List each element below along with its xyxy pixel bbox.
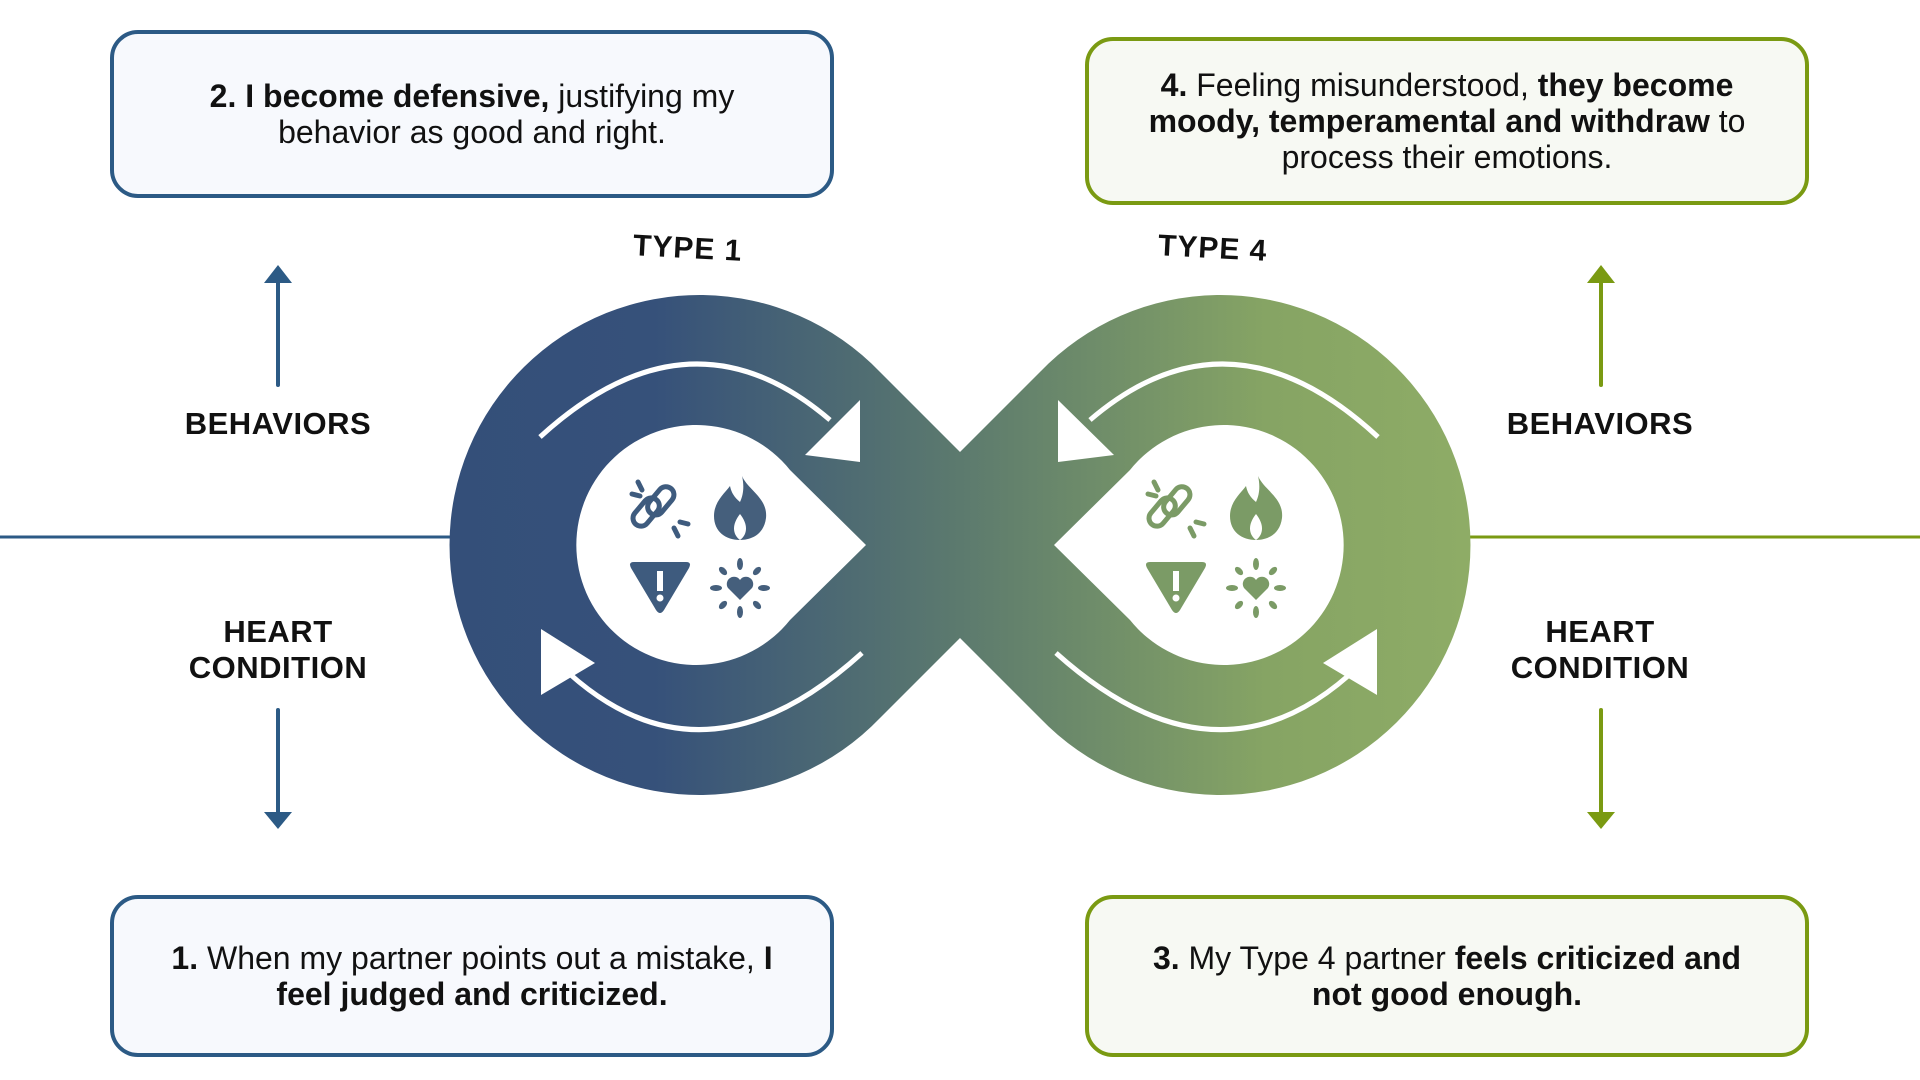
inner-left (576, 425, 866, 665)
arrow-down-left (264, 708, 292, 829)
step-4-regular-c: to process their emotions. (1281, 103, 1746, 175)
step-1-number: 1. (171, 940, 199, 976)
heart-label-line2: CONDITION (188, 650, 368, 685)
flame-icon (714, 476, 767, 540)
type-4-label: TYPE 4 (1157, 229, 1269, 268)
step-2-regular: justifying my behavior as good and right… (278, 78, 735, 150)
behaviors-label-left: BEHAVIORS (184, 406, 372, 441)
warning-icon (1146, 562, 1206, 613)
behaviors-label-right: BEHAVIORS (1506, 406, 1694, 441)
step-4-regular-a: Feeling misunderstood, (1187, 67, 1538, 103)
arrow-down-right (1587, 708, 1615, 829)
step-1-bold: I feel judged and criticized. (276, 940, 773, 1012)
step-4-text: 4. Feeling misunderstood, they become mo… (1129, 67, 1765, 175)
flame-icon (1230, 476, 1283, 540)
step-4-number: 4. (1160, 67, 1188, 103)
step-2-box: 2. I become defensive, justifying my beh… (110, 30, 834, 198)
step-3-bold: feels criticized and not good enough. (1311, 940, 1742, 1012)
step-3-box: 3. My Type 4 partner feels criticized an… (1085, 895, 1809, 1057)
step-3-regular: My Type 4 partner (1179, 940, 1455, 976)
step-1-regular: When my partner points out a mistake, (198, 940, 764, 976)
heart-label-line1: HEART (1545, 614, 1655, 649)
cycle-arrow-bottom-left (541, 629, 864, 732)
burst-heart-icon (1226, 558, 1286, 618)
arrow-up-left (264, 265, 292, 387)
heart-label-line1: HEART (223, 614, 333, 649)
heart-condition-label-right: HEART CONDITION (1450, 614, 1750, 686)
step-2-text: 2. I become defensive, justifying my beh… (154, 78, 790, 150)
broken-link-icon (629, 479, 691, 539)
cycle-arrow-bottom-right (1054, 629, 1377, 732)
loop-shape (449, 295, 1471, 796)
step-2-bold: 2. I become defensive, (209, 78, 550, 114)
burst-heart-icon (710, 558, 770, 618)
step-1-text: 1. When my partner points out a mistake,… (154, 940, 790, 1012)
step-4-box: 4. Feeling misunderstood, they become mo… (1085, 37, 1809, 205)
heart-condition-label-left: HEART CONDITION (128, 614, 428, 686)
arrow-up-right (1587, 265, 1615, 387)
step-1-box: 1. When my partner points out a mistake,… (110, 895, 834, 1057)
heart-label-line2: CONDITION (1510, 650, 1690, 685)
step-4-bold: they become moody, temperamental and wit… (1148, 67, 1734, 139)
broken-link-icon (1145, 479, 1207, 539)
step-3-text: 3. My Type 4 partner feels criticized an… (1129, 940, 1765, 1012)
step-3-number: 3. (1152, 940, 1180, 976)
cycle-arrow-top-right (1058, 361, 1380, 462)
warning-icon (630, 562, 690, 613)
type-1-label: TYPE 1 (632, 229, 744, 268)
cycle-arrow-top-left (538, 361, 860, 462)
